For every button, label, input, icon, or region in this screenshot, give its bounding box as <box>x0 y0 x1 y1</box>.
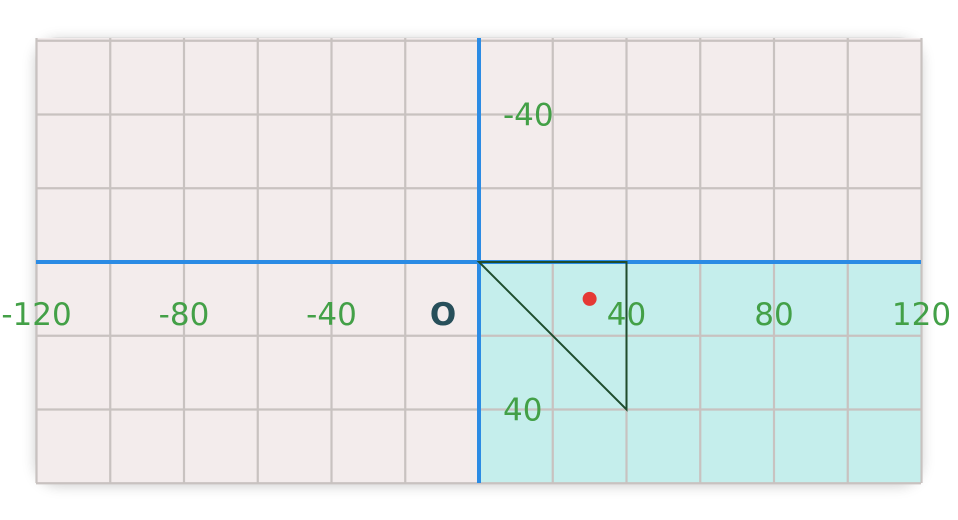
origin-label: O <box>430 297 456 333</box>
coordinate-plane-canvas[interactable]: -120 -80 -40 40 80 120 -40 40 O <box>1 38 951 485</box>
x-axis-labels: -120 -80 -40 40 80 120 <box>1 297 951 333</box>
x-axis-label: 120 <box>892 297 951 333</box>
y-axis-labels: -40 40 <box>503 98 554 429</box>
triangle <box>476 261 628 412</box>
coordinate-plane: -120 -80 -40 40 80 120 -40 40 O <box>1 38 951 485</box>
x-axis-label: -120 <box>1 297 71 333</box>
y-axis-label: 40 <box>503 393 542 429</box>
x-axis-label: -40 <box>306 297 357 333</box>
x-axis-label: 40 <box>607 297 646 333</box>
y-axis-label: -40 <box>503 98 554 134</box>
x-axis-label: 80 <box>754 297 793 333</box>
red-point[interactable] <box>582 291 597 306</box>
x-axis-label: -80 <box>159 297 210 333</box>
